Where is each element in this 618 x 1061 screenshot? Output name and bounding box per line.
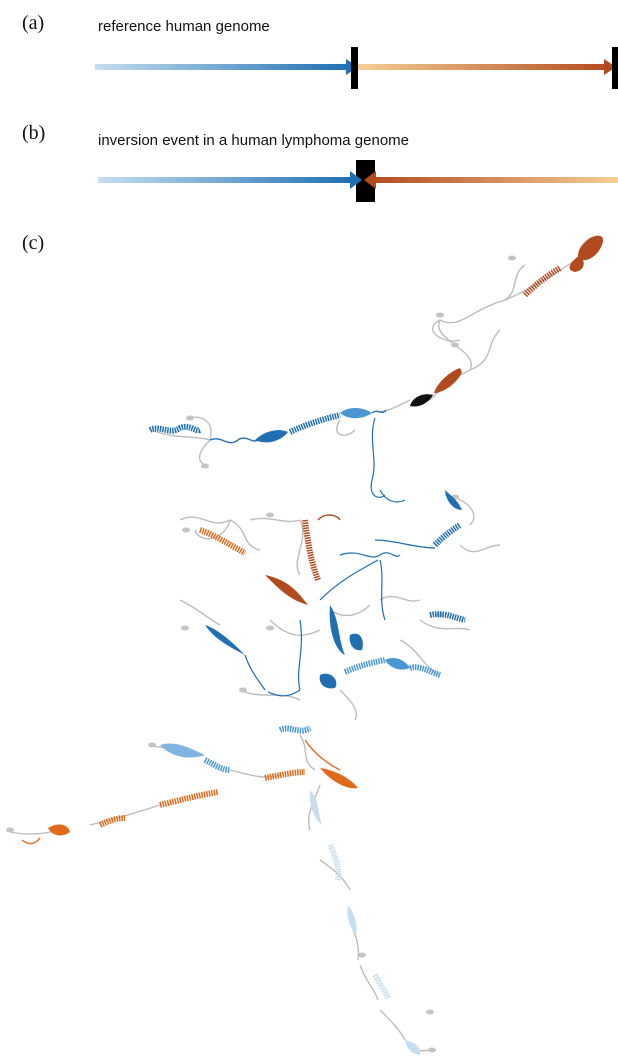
panel-b-label: (b) xyxy=(22,122,46,144)
panel-a-label: (a) xyxy=(22,12,45,34)
panel-b-caption: inversion event in a human lymphoma geno… xyxy=(98,132,410,149)
orange-segments-mid xyxy=(198,514,341,605)
blue-segment-a xyxy=(95,64,349,70)
orange-segments-lower xyxy=(21,739,358,845)
grey-node-bulbs xyxy=(6,255,516,1053)
reference-genome-track xyxy=(95,47,618,89)
orange-segment-a xyxy=(358,64,612,70)
orange-arrowhead-a xyxy=(604,59,616,75)
rust-segments-top xyxy=(410,235,604,407)
blue-arrowhead-b xyxy=(350,171,362,189)
orange-arrowhead-b xyxy=(364,171,376,189)
panel-a-caption: reference human genome xyxy=(98,18,270,35)
light-blue-segments-lower xyxy=(160,725,421,1055)
assembly-graph xyxy=(6,235,604,1055)
breakpoint-marker-a2 xyxy=(612,47,618,89)
grey-connectors xyxy=(9,244,601,1052)
blue-segment-b xyxy=(98,177,352,183)
orange-segment-b xyxy=(370,177,618,183)
inversion-genome-track xyxy=(98,160,618,202)
breakpoint-marker-a1 xyxy=(351,47,358,89)
blue-segments-mid xyxy=(205,490,466,697)
blue-segments-top xyxy=(148,408,406,503)
panel-c-label: (c) xyxy=(22,232,45,254)
